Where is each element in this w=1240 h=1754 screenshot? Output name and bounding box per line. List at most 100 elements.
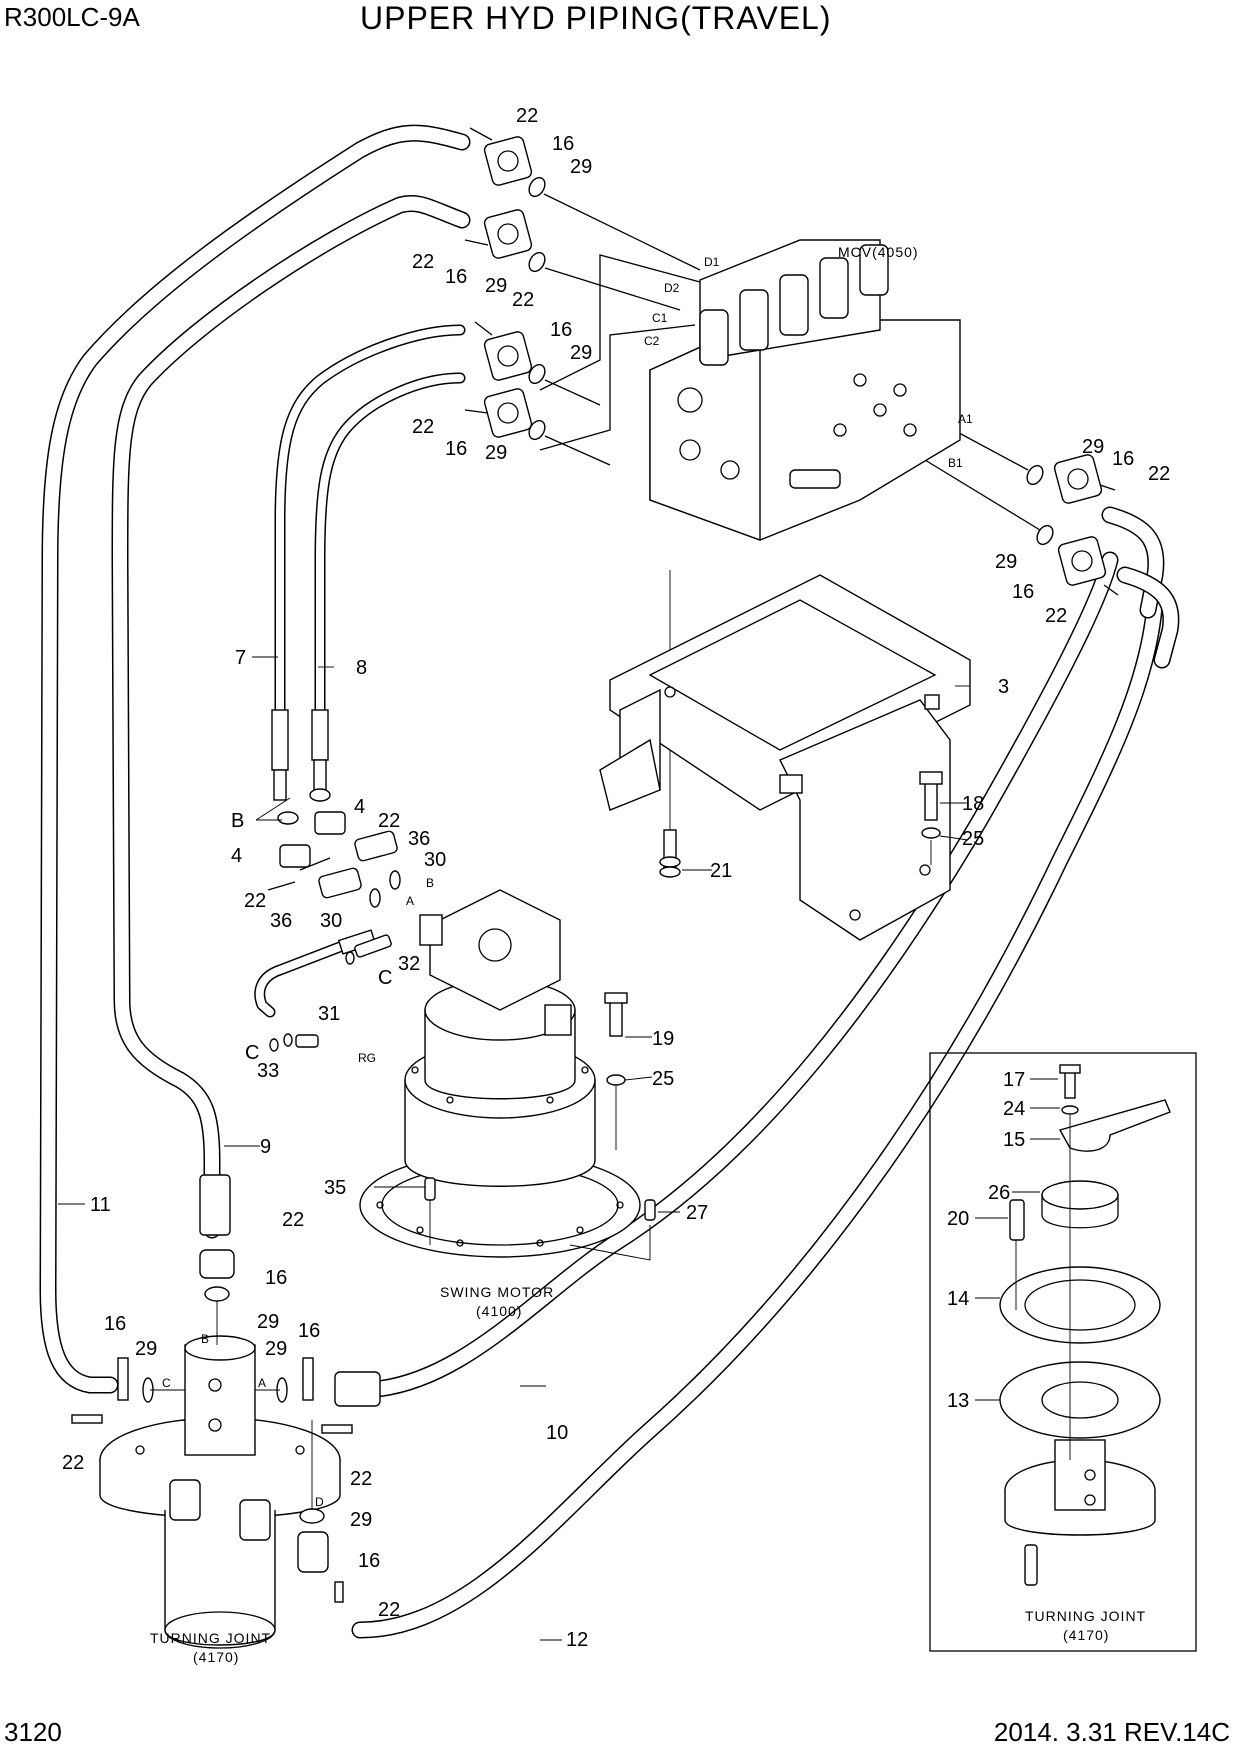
callout-24: 24 (1003, 1098, 1025, 1120)
callout-33: 33 (257, 1060, 279, 1082)
callout-22: 22 (412, 251, 434, 273)
callout-21: 21 (710, 860, 732, 882)
fittings-motor (267, 788, 401, 908)
main-control-valve (649, 239, 961, 860)
callout-8: 8 (356, 657, 367, 679)
callout-16: 16 (445, 266, 467, 288)
callout-22: 22 (516, 105, 538, 127)
flange-kit-top-2 (464, 209, 681, 311)
callout-16: 16 (265, 1267, 287, 1289)
port-label-tj-a: A (258, 1376, 266, 1390)
callout-16: 16 (445, 438, 467, 460)
callout-13: 13 (947, 1390, 969, 1412)
port-label-c2: C2 (644, 334, 660, 348)
callout-22: 22 (378, 1599, 400, 1621)
port-label-rg: RG (358, 1051, 376, 1065)
callout-29: 29 (485, 442, 507, 464)
callout-27: 27 (686, 1202, 708, 1224)
inset-turning-joint-assembly (999, 1064, 1171, 1586)
callout-14: 14 (947, 1288, 969, 1310)
callout-29: 29 (265, 1338, 287, 1360)
callout-16: 16 (358, 1550, 380, 1572)
callout-31: 31 (318, 1003, 340, 1025)
callout-18: 18 (962, 793, 984, 815)
port-label-tj-c: C (162, 1376, 171, 1390)
callout-7: 7 (235, 647, 246, 669)
callout-29: 29 (485, 275, 507, 297)
callout-leaders (58, 656, 1060, 1641)
callout-22: 22 (378, 810, 400, 832)
port-label-tj-b: B (201, 1332, 209, 1346)
callout-32: 32 (398, 953, 420, 975)
hose-9 (111, 195, 471, 1239)
callout-29: 29 (257, 1311, 279, 1333)
callout-29: 29 (350, 1509, 372, 1531)
revision-date: 2014. 3.31 REV.14C (993, 1717, 1230, 1747)
callout-35: 35 (324, 1177, 346, 1199)
callout-29: 29 (135, 1338, 157, 1360)
port-label-tj-d: D (315, 1495, 324, 1509)
callout-22: 22 (62, 1452, 84, 1474)
port-label-a1: A1 (958, 412, 973, 426)
callout-29: 29 (570, 156, 592, 178)
callout-16: 16 (298, 1320, 320, 1342)
callout-3: 3 (998, 676, 1009, 698)
callout-22: 22 (350, 1468, 372, 1490)
hose-link-mcv-a1 (1101, 506, 1180, 669)
port-label-motor-a: A (406, 894, 414, 908)
callout-16: 16 (1112, 448, 1134, 470)
turning-joint (99, 1335, 341, 1649)
flange-kit-top-4 (464, 388, 611, 466)
swing-motor (359, 889, 656, 1261)
bolt-18-washer-25 (919, 771, 943, 865)
flange-kit-top-1 (469, 127, 701, 271)
hose-10 (351, 551, 1119, 1399)
callout-4: 4 (354, 796, 365, 818)
callout-15: 15 (1003, 1129, 1025, 1151)
callout-22: 22 (282, 1209, 304, 1231)
turning-joint-fittings (71, 1174, 381, 1603)
callout-36: 36 (408, 828, 430, 850)
callout-25: 25 (652, 1068, 674, 1090)
callout-12: 12 (566, 1629, 588, 1651)
callout-22: 22 (1148, 463, 1170, 485)
label-b: B (231, 810, 244, 832)
callout-36: 36 (270, 910, 292, 932)
inset-frame (929, 1052, 1197, 1652)
callout-16: 16 (552, 133, 574, 155)
hose-11 (39, 124, 471, 1394)
port-label-c1: C1 (652, 311, 668, 325)
callout-11: 11 (90, 1194, 111, 1216)
callout-29: 29 (1082, 436, 1104, 458)
callout-22: 22 (512, 289, 534, 311)
turning-joint-caption: TURNING JOINT (150, 1630, 271, 1646)
swing-motor-caption: SWING MOTOR (440, 1284, 554, 1300)
fittings-32-33 (269, 934, 392, 1052)
bolt-21 (659, 829, 681, 878)
hose-31 (254, 929, 377, 1018)
label-c-upper: C (378, 967, 392, 989)
hose-12 (351, 591, 1164, 1639)
callout-26: 26 (988, 1182, 1010, 1204)
port-label-b1: B1 (948, 456, 963, 470)
callout-17: 17 (1003, 1069, 1025, 1091)
callout-20: 20 (947, 1208, 969, 1230)
callout-19: 19 (652, 1028, 674, 1050)
mcv-leader-lines (539, 254, 701, 451)
callout-30: 30 (424, 849, 446, 871)
page-number: 3120 (4, 1717, 62, 1747)
port-label-d1: D1 (704, 255, 720, 269)
callout-9: 9 (260, 1136, 271, 1158)
label-c-lower: C (245, 1042, 259, 1064)
page-title: UPPER HYD PIPING(TRAVEL) (360, 0, 832, 36)
callout-29: 29 (570, 342, 592, 364)
callout-16: 16 (550, 319, 572, 341)
mcv-caption: MCV(4050) (838, 244, 919, 260)
inset-turning-joint-code: (4170) (1063, 1627, 1109, 1643)
flange-kit-top-3 (474, 321, 601, 406)
callout-4: 4 (231, 845, 242, 867)
callout-16: 16 (1012, 581, 1034, 603)
flange-kit-right-2 (924, 459, 1119, 596)
callout-25: 25 (962, 828, 984, 850)
